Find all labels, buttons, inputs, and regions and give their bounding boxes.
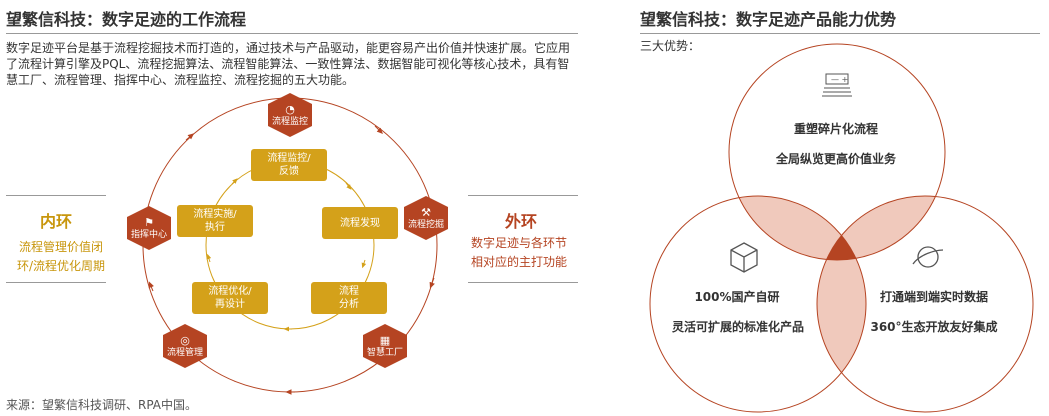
inner-step-optimize-redesign: 流程优化/再设计 <box>192 282 268 314</box>
cycle-diagram <box>142 97 438 395</box>
outer-legend-bottom-rule <box>468 282 578 283</box>
flag-icon: ⚑ <box>144 215 154 229</box>
advantages-subtitle: 三大优势： <box>640 39 701 53</box>
svg-text:— +: — + <box>831 75 848 84</box>
inner-ring-title: 内环 <box>39 212 72 231</box>
inner-step-analysis: 流程分析 <box>311 282 387 314</box>
left-title-rule <box>6 33 578 34</box>
intro-paragraph: 数字足迹平台是基于流程挖掘技术而打造的，通过技术与产品驱动，能更容易产出价值并快… <box>6 41 571 87</box>
right-panel-title: 望繁信科技：数字足迹产品能力优势 <box>640 10 897 29</box>
inner-ring-desc: 流程管理价值闭 环/流程优化周期 <box>6 238 116 276</box>
outer-legend-top-rule <box>468 195 578 196</box>
inner-legend-top-rule <box>6 195 106 196</box>
inner-step-line2: 分析 <box>339 299 359 310</box>
outer-node-process-monitor: ◔ 流程监控 <box>268 93 312 137</box>
outer-node-label: 流程挖掘 <box>407 219 444 230</box>
inner-step-implement-execute: 流程实施/执行 <box>177 205 253 237</box>
outer-node-smart-factory: ▦ 智慧工厂 <box>363 324 407 368</box>
planet-icon <box>912 246 944 268</box>
inner-legend-bottom-rule <box>6 282 106 283</box>
inner-step-discovery: 流程发现 <box>322 207 398 239</box>
outer-ring-desc-line1: 数字足迹与各环节 <box>470 236 567 250</box>
inner-step-monitor-feedback: 流程监控/反馈 <box>251 149 327 181</box>
outer-arrow <box>148 281 154 292</box>
inner-step-line2: 反馈 <box>279 166 299 177</box>
advantage-1-line2: 全局纵览更高价值业务 <box>775 152 896 166</box>
right-title-rule <box>640 33 1040 34</box>
source-note: 来源：望繁信科技调研、RPA中国。 <box>6 398 198 412</box>
outer-ring-desc-line2: 相对应的主打功能 <box>470 255 567 269</box>
gauge-icon: ◔ <box>285 102 295 116</box>
inner-step-line2: 再设计 <box>215 299 245 310</box>
venn-circle-right <box>816 195 1034 413</box>
advantage-1-line1: 重塑碎片化流程 <box>793 122 878 136</box>
inner-arrow <box>206 253 212 263</box>
inner-step-line1: 流程监控/ <box>267 153 311 164</box>
inner-step-line1: 流程 <box>339 286 359 297</box>
outer-arrow <box>429 277 435 289</box>
inner-step-line2: 执行 <box>205 222 225 233</box>
outer-arrow <box>185 133 195 141</box>
inner-step-line1: 流程实施/ <box>193 209 237 220</box>
outer-node-label: 指挥中心 <box>130 229 167 240</box>
outer-arrow <box>374 125 383 134</box>
venn-circle-top <box>728 43 946 261</box>
factory-icon: ▦ <box>379 333 391 347</box>
advantage-3-line2: 360°生态开放友好集成 <box>870 320 998 334</box>
outer-node-process-mining: ⚒ 流程挖掘 <box>404 196 448 240</box>
inner-step-line1: 流程优化/ <box>208 286 252 297</box>
inner-arrow <box>231 178 238 185</box>
left-panel-title: 望繁信科技：数字足迹的工作流程 <box>6 10 247 29</box>
outer-node-label: 流程管理 <box>166 347 203 358</box>
outer-ring-title: 外环 <box>504 212 537 231</box>
target-icon: ◎ <box>180 333 190 347</box>
inner-arrow <box>345 182 352 190</box>
outer-node-label: 智慧工厂 <box>366 347 403 358</box>
outer-node-label: 流程监控 <box>271 116 308 127</box>
inner-arrow <box>361 259 367 269</box>
advantage-2-line1: 100%国产自研 <box>694 290 780 304</box>
venn-circle-left <box>649 195 867 413</box>
advantage-2-line2: 灵活可扩展的标准化产品 <box>671 320 804 334</box>
inner-ring-desc-line1: 流程管理价值闭 <box>18 240 103 254</box>
advantage-3-line1: 打通端到端实时数据 <box>879 290 988 304</box>
inner-step-line1: 流程发现 <box>340 217 380 229</box>
layers-icon: — + <box>822 73 852 97</box>
pickaxe-icon: ⚒ <box>421 205 431 219</box>
cube-icon <box>730 242 758 273</box>
outer-ring-desc: 数字足迹与各环节 相对应的主打功能 <box>460 234 578 272</box>
outer-node-process-management: ◎ 流程管理 <box>163 324 207 368</box>
venn-diagram <box>649 43 1034 413</box>
inner-ring-desc-line2: 环/流程优化周期 <box>16 259 106 273</box>
